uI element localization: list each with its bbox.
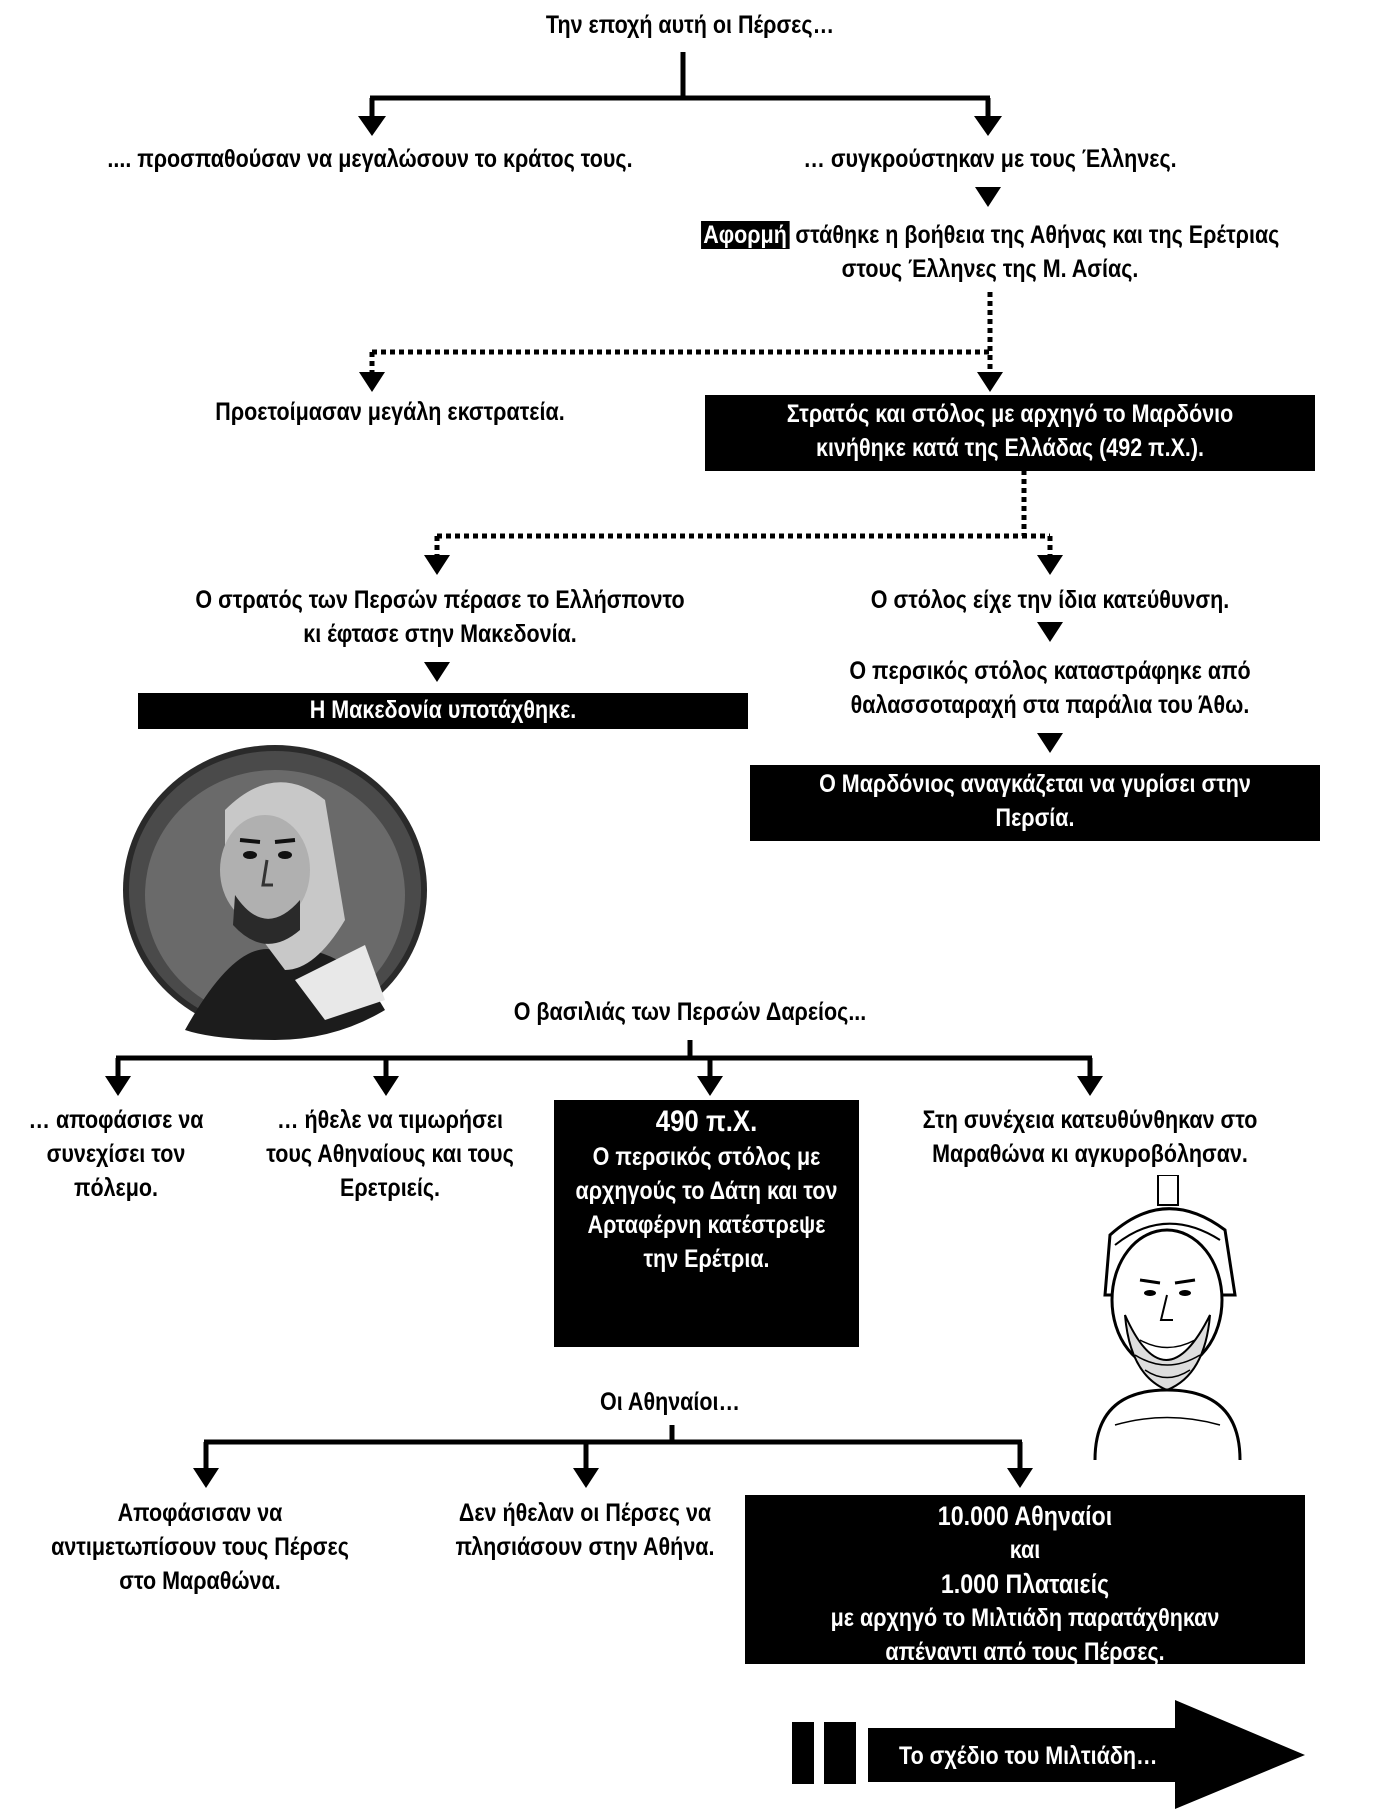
athenians-item1: Αποφάσισαν να αντιμετωπίσουν τους Πέρσες… — [51, 1499, 349, 1595]
footer-bar-2 — [824, 1722, 856, 1784]
arrow-down-icon — [358, 116, 386, 136]
dotted-branch-1 — [369, 292, 993, 372]
arrow-down-icon — [977, 372, 1003, 392]
arrow-down-icon — [424, 555, 450, 575]
mardonius-return-text: Ο Μαρδόνιος αναγκάζεται να γυρίσει στην … — [819, 770, 1251, 832]
fleet-destroyed-text: Ο περσικός στόλος καταστράφηκε από θαλασ… — [849, 657, 1251, 719]
section2-title: Ο βασιλιάς των Περσών Δαρείος... — [513, 998, 867, 1026]
darius-item2: … ήθελε να τιμωρήσει τους Αθηναίους και … — [266, 1106, 514, 1202]
arrow-down-icon — [975, 187, 1001, 207]
cause-highlight: Αφορμή — [700, 221, 790, 249]
cause-rest: στάθηκε η βοήθεια της Αθήνας και της Ερέ… — [789, 221, 1280, 283]
footer-bar-1 — [792, 1722, 814, 1784]
tree-3 — [203, 1425, 1023, 1470]
mardonius-return-box: Ο Μαρδόνιος αναγκάζεται να γυρίσει στην … — [750, 765, 1320, 841]
arrow-down-icon — [193, 1468, 219, 1488]
arrow-down-icon — [697, 1076, 723, 1096]
miltiades-line4: με αρχηγό το Μιλτιάδη παρατάχθηκαν απένα… — [830, 1604, 1220, 1666]
macedonia-result-text: Η Μακεδονία υποτάχθηκε. — [309, 696, 577, 724]
persian-commander-portrait-icon — [123, 745, 427, 1040]
dotted-branch-2 — [434, 470, 1053, 555]
darius-item4: Στη συνέχεια κατευθύνθηκαν στο Μαραθώνα … — [922, 1106, 1258, 1168]
eretria-box: 490 π.Χ. Ο περσικός στόλος με αρχηγούς τ… — [554, 1100, 859, 1347]
fleet-direction-text: Ο στόλος είχε την ίδια κατεύθυνση. — [870, 586, 1230, 614]
arrow-down-icon — [373, 1076, 399, 1096]
arrow-down-icon — [1077, 1076, 1103, 1096]
arrow-down-icon — [424, 662, 450, 682]
athenians-item2: Δεν ήθελαν οι Πέρσες να πλησιάσουν στην … — [455, 1499, 715, 1561]
arrow-down-icon — [1037, 622, 1063, 642]
cause-text: Αφορμή στάθηκε η βοήθεια της Αθήνας και … — [698, 218, 1283, 286]
tree-1 — [370, 52, 990, 101]
section1-right-text: … συγκρούστηκαν με τους Έλληνες. — [803, 145, 1177, 173]
mardonius-campaign-box: Στρατός και στόλος με αρχηγό το Μαρδόνιο… — [705, 395, 1315, 471]
tree-2 — [115, 1040, 1093, 1078]
eretria-year: 490 π.Χ. — [655, 1105, 758, 1138]
macedonia-result-box: Η Μακεδονία υποτάχθηκε. — [138, 693, 748, 729]
arrow-down-icon — [1037, 733, 1063, 753]
arrow-down-icon — [573, 1468, 599, 1488]
darius-item1: … αποφάσισε να συνεχίσει τον πόλεμο. — [28, 1106, 204, 1202]
miltiades-box: 10.000 Αθηναίοι και 1.000 Πλαταιείς με α… — [745, 1495, 1305, 1666]
section1-left-text: .... προσπαθούσαν να μεγαλώσουν το κράτο… — [107, 145, 633, 173]
greek-general-bust-portrait-icon — [1093, 1175, 1242, 1460]
next-arrow-icon — [868, 1700, 1305, 1809]
eretria-text: Ο περσικός στόλος με αρχηγούς το Δάτη κα… — [575, 1143, 838, 1273]
prepared-text: Προετοίμασαν μεγάλη εκστρατεία. — [215, 398, 565, 426]
arrow-down-icon — [1007, 1468, 1033, 1488]
arrow-down-icon — [1037, 555, 1063, 575]
miltiades-line3: 1.000 Πλαταιείς — [940, 1569, 1110, 1599]
army-crossed-text: Ο στρατός των Περσών πέρασε το Ελλήσποντ… — [195, 586, 685, 648]
next-section-label[interactable]: Το σχέδιο του Μιλτιάδη… — [868, 1736, 1188, 1776]
arrow-down-icon — [359, 372, 385, 392]
miltiades-line2: και — [1009, 1536, 1041, 1564]
section1-title: Την εποχή αυτή οι Πέρσες… — [545, 11, 835, 39]
arrow-down-icon — [974, 116, 1002, 136]
section3-title: Οι Αθηναίοι… — [600, 1388, 740, 1416]
mardonius-campaign-text: Στρατός και στόλος με αρχηγό το Μαρδόνιο… — [786, 400, 1234, 462]
next-section-text: Το σχέδιο του Μιλτιάδη… — [898, 1742, 1158, 1770]
arrow-down-icon — [105, 1076, 131, 1096]
miltiades-line1: 10.000 Αθηναίοι — [937, 1501, 1113, 1531]
